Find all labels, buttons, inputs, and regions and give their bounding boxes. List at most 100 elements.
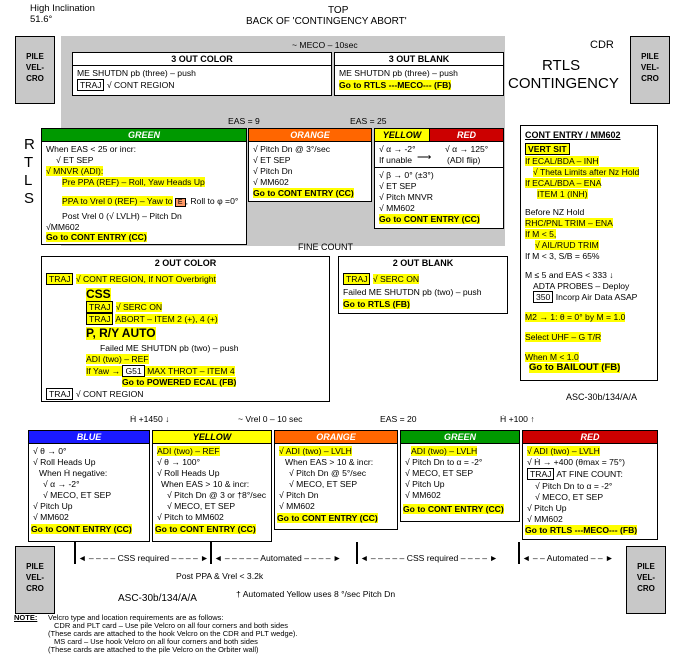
green-bottom-line2: √ Pitch Dn to α = -2° [405, 457, 483, 467]
eas-25-label: EAS = 25 [350, 116, 387, 126]
red-bottom-line3: TRAJ AT FINE COUNT: [527, 468, 623, 480]
cont-entry-box: CONT ENTRY / MM602 VERT SIT If ECAL/BDA … [520, 125, 658, 381]
orange-top-line5: Go to CONT ENTRY (CC) [253, 188, 354, 198]
cont-entry-line4: If ECAL/BDA – ENA [525, 178, 602, 188]
cont-entry-line5: ITEM 1 (INH) [537, 189, 588, 199]
two-out-color-line5: ADI (two) – REF [86, 354, 149, 364]
blue-line4: √ α → -2° [43, 479, 80, 489]
three-out-color-line1: ME SHUTDN pb (three) – push [77, 68, 196, 78]
orange-bottom-title: ORANGE [275, 431, 397, 444]
yellow-top-line7: Go to CONT ENTRY (CC) [379, 214, 480, 224]
cont-entry-title: CONT ENTRY / MM602 [525, 130, 621, 140]
cont-entry-line16: When M < 1.0 [525, 352, 579, 362]
orange-bottom-line2: When EAS > 10 & incr: [285, 457, 374, 467]
three-out-blank-title: 3 OUT BLANK [335, 53, 503, 66]
contingency-title: CONTINGENCY [508, 75, 619, 92]
red-bottom-line4: √ Pitch Dn to α = -2° [535, 481, 613, 491]
green-bottom-title: GREEN [401, 431, 519, 444]
orange-top-line1: √ Pitch Dn @ 3°/sec [253, 144, 331, 154]
green-top-line5: PPA to Vrel 0 (REF) – Yaw to E, Roll to … [62, 196, 239, 207]
yellow-top-line1: √ α → -2° [379, 144, 416, 154]
note-line2: CDR and PLT card – Use pile Velcro on al… [54, 621, 289, 630]
cont-entry-line3: √ Theta Limits after Nz Hold [533, 167, 640, 177]
rtls-side-t: T [24, 154, 34, 171]
two-out-color-line7: Go to POWERED ECAL (FB) [122, 377, 237, 387]
blue-line1: √ θ → 0° [33, 446, 67, 456]
red-bottom-line2: √ Ḣ → +400 (θmax = 75°) [527, 457, 625, 467]
orange-bottom-line4: √ MECO, ET SEP [289, 479, 358, 489]
orange-top-line2: √ ET SEP [253, 155, 291, 165]
top-label: TOP [328, 5, 349, 16]
red-top-line1: √ α → 125° [445, 144, 489, 154]
yellow-bottom-line7: √ Pitch to MM602 [157, 512, 224, 522]
hdot-100-label: Ḣ +100 ↑ [500, 414, 535, 424]
yellow-bottom-line2: √ θ → 100° [157, 457, 201, 467]
orange-top-box: ORANGE √ Pitch Dn @ 3°/sec √ ET SEP √ Pi… [248, 128, 372, 202]
yellow-bottom-line1: ADI (two) – REF [157, 446, 220, 456]
note-line1: Velcro type and location requirements ar… [48, 613, 224, 622]
two-out-color-line3: TRAJ ABORT – ITEM 2 (+), 4 (+) [86, 313, 218, 325]
dagger-note: † Automated Yellow uses 8 °/sec Pitch Dn [236, 589, 396, 599]
inclination-label: High Inclination [30, 3, 95, 14]
timeline-tick-3 [356, 542, 358, 564]
green-bottom-line6: Go to CONT ENTRY (CC) [403, 504, 504, 514]
three-out-color-title: 3 OUT COLOR [73, 53, 331, 66]
orange-bottom-line5: √ Pitch Dn [279, 490, 319, 500]
rtls-side-l: L [24, 172, 33, 189]
yellow-bottom-line3: √ Roll Heads Up [157, 468, 220, 478]
orange-bottom-line7: Go to CONT ENTRY (CC) [277, 513, 378, 523]
cont-entry-line13: 350 Incorp Air Data ASAP [533, 291, 637, 303]
green-top-line7: √MM602 [46, 222, 80, 232]
timeline-arrow-2: ◄ – – – – – Automated – – – – ► [214, 553, 342, 563]
rtls-side-s: S [24, 190, 35, 207]
blue-line3: When Ḣ negative: [39, 468, 108, 478]
css-label: CSS [86, 287, 111, 301]
orange-top-line4: √ MM602 [253, 177, 289, 187]
inclination-value: 51.6° [30, 14, 53, 25]
ref-code-bottom: ASC-30b/134/A/A [118, 593, 197, 604]
three-out-blank-line1: ME SHUTDN pb (three) – push [339, 68, 458, 78]
red-bottom-line7: √ MM602 [527, 514, 563, 524]
two-out-color-line1: TRAJ √ CONT REGION, If NOT Overbright [46, 273, 216, 285]
post-ppa-label: Post PPA & Vrel < 3.2k [176, 571, 264, 581]
yellow-bottom-title: YELLOW [153, 431, 271, 444]
cont-entry-line17: Go to BAILOUT (FB) [529, 362, 621, 373]
unable-arrow-icon: ⟶ [417, 152, 432, 163]
cont-entry-line10: If M < 3, S/B = 65% [525, 251, 600, 261]
blue-line6: √ Pitch Up [33, 501, 73, 511]
back-label: BACK OF 'CONTINGENCY ABORT' [246, 16, 407, 27]
cont-entry-line15: Select UHF – G T/R [525, 332, 602, 342]
cont-entry-line8: If M < 5, [525, 229, 557, 239]
orange-top-title: ORANGE [249, 129, 371, 142]
two-out-color-line6: If Yaw → G51 MAX THROT – ITEM 4 [86, 365, 235, 377]
red-bottom-line5: √ MECO, ET SEP [535, 492, 604, 502]
cont-entry-line11: M ≤ 5 and EAS < 333 ↓ [525, 270, 614, 280]
orange-top-line3: √ Pitch Dn [253, 166, 293, 176]
cont-entry-line6: Before NZ Hold [525, 207, 585, 217]
eas-9-label: EAS = 9 [228, 116, 260, 126]
two-out-color-box: 2 OUT COLOR TRAJ √ CONT REGION, If NOT O… [41, 256, 330, 402]
green-top-line6: Post Vrel 0 (√ LVLH) – Pitch Dn [62, 211, 182, 221]
yellow-bottom-line4: When EAS > 10 & incr: [161, 479, 250, 489]
yellow-top-title: YELLOW [375, 129, 430, 142]
eas-20-label: EAS = 20 [380, 414, 417, 424]
two-out-color-line8: TRAJ √ CONT REGION [46, 388, 143, 400]
red-bottom-line8: Go to RTLS ---MECO--- (FB) [525, 525, 638, 535]
green-top-box: GREEN When EAS < 25 or incr: √ ET SEP √ … [41, 128, 247, 245]
green-bottom-line5: √ MM602 [405, 490, 441, 500]
timeline-arrow-1: ◄ – – – – CSS required – – – – ► [78, 553, 209, 563]
two-out-blank-line1: TRAJ √ SERC ON [343, 273, 420, 285]
yellow-bottom-line6: √ MECO, ET SEP [167, 501, 236, 511]
meco-time-label: ~ MECO – 10sec [292, 40, 358, 50]
green-bottom-line4: √ Pitch Up [405, 479, 445, 489]
orange-bottom-box: ORANGE √ ADI (two) – LVLH When EAS > 10 … [274, 430, 398, 530]
timeline-tick-1 [74, 542, 76, 564]
blue-line5: √ MECO, ET SEP [43, 490, 112, 500]
note-line4: MS card – Use hook Velcro on all four co… [54, 637, 258, 646]
vert-sit-label: VERT SIT [525, 143, 570, 155]
three-out-blank-box: 3 OUT BLANK ME SHUTDN pb (three) – push … [334, 52, 504, 96]
red-bottom-line1: √ ADI (two) – LVLH [527, 446, 600, 456]
three-out-color-box: 3 OUT COLOR ME SHUTDN pb (three) – push … [72, 52, 332, 96]
